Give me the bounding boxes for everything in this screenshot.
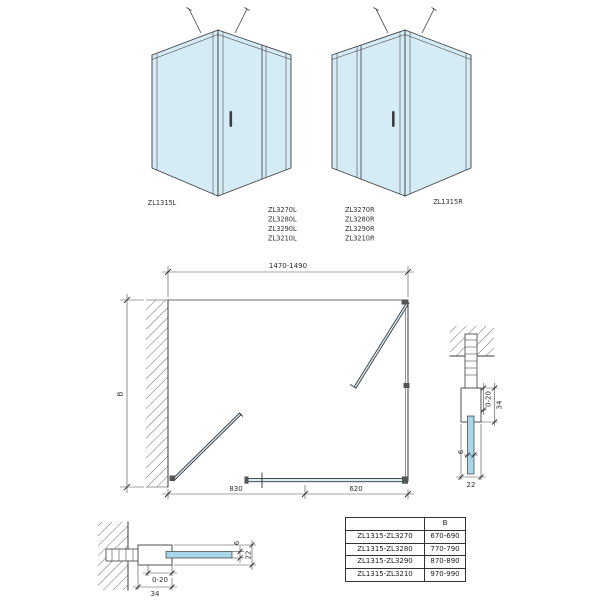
wall-profile-detail-bottom: 0-20 34 6 22 bbox=[98, 521, 256, 598]
wall-brace-rod bbox=[188, 8, 202, 34]
dim-label-profile-width: 34 bbox=[151, 590, 160, 598]
table-cell-combination: ZL1315-ZL3210 bbox=[345, 568, 425, 582]
table-row: ZL1315-ZL3270 670-690 bbox=[345, 529, 466, 544]
size-table: B ZL1315-ZL3270 670-690 ZL1315-ZL3280 77… bbox=[345, 517, 466, 582]
table-header-b-cell: B bbox=[424, 517, 466, 531]
wall-brace-tip bbox=[186, 7, 192, 11]
dim-label-profile-width: 34 bbox=[496, 400, 504, 409]
top-profile-line bbox=[404, 34, 472, 60]
door-model-label: ZL3280L bbox=[268, 216, 297, 224]
door-handle-tick bbox=[239, 413, 244, 417]
closing-profile bbox=[244, 476, 249, 484]
dim-label-segment-left: 830 bbox=[229, 485, 242, 493]
door-glass-left-view bbox=[217, 29, 292, 197]
dim-profile-depth: 22 bbox=[174, 540, 256, 570]
corner-profile bbox=[402, 476, 408, 484]
table-cell-b-range: 670-690 bbox=[424, 529, 466, 544]
dim-label-total-width: 1470-1490 bbox=[269, 262, 307, 270]
right-isometric-view: ZL3270R ZL3280R ZL3290R ZL3210R ZL1315R bbox=[331, 7, 472, 243]
table-cell-combination: ZL1315-ZL3270 bbox=[345, 529, 425, 544]
pivot-door-open-top bbox=[349, 299, 410, 389]
wall-brace-tip bbox=[244, 7, 250, 11]
dim-adjustment: 0-20 bbox=[480, 383, 498, 415]
door-model-label: ZL3270R bbox=[345, 206, 375, 214]
dim-label-adjustment: 0-20 bbox=[485, 391, 493, 407]
fixed-panel-glass bbox=[246, 478, 405, 483]
wall-brace-tip bbox=[373, 7, 379, 11]
side-panel-label-left: ZL1315L bbox=[148, 199, 177, 207]
side-panel-glass-left-view bbox=[151, 29, 219, 197]
wall-brace-rod bbox=[421, 8, 435, 34]
door-handle bbox=[229, 111, 233, 127]
table-cell-b-range: 870-890 bbox=[424, 555, 466, 570]
table-cell-b-range: 770-790 bbox=[424, 542, 466, 557]
dim-label-depth: B bbox=[117, 391, 125, 396]
side-panel-label-right: ZL1315R bbox=[433, 198, 463, 206]
dim-label-adjustment: 0-20 bbox=[152, 576, 168, 584]
dim-total-width: 1470-1490 bbox=[162, 262, 414, 297]
dim-profile-width: 34 bbox=[481, 383, 504, 426]
door-handle bbox=[392, 111, 395, 127]
door-model-label: ZL3290R bbox=[345, 225, 375, 233]
table-row: ZL1315-ZL3210 970-990 bbox=[345, 568, 466, 582]
plan-view: 1470-1490 B bbox=[117, 262, 414, 499]
dim-profile-depth: 22 bbox=[456, 424, 486, 489]
hinge-fitting bbox=[169, 475, 175, 481]
wall-profile-detail-side: 0-20 34 6 22 bbox=[449, 326, 504, 489]
dim-glass-thickness: 6 bbox=[232, 540, 244, 563]
hinge-fitting bbox=[401, 299, 409, 305]
dim-label-profile-depth: 22 bbox=[467, 481, 476, 489]
table-cell-b-range: 970-990 bbox=[424, 568, 466, 582]
glass-pane-section bbox=[165, 551, 233, 559]
table-header-empty-cell bbox=[345, 517, 425, 531]
wall-brace-rod bbox=[375, 8, 389, 34]
door-model-label: ZL3280R bbox=[345, 216, 375, 224]
pivot-door-open-bottom bbox=[169, 412, 244, 482]
left-isometric-view: ZL1315L ZL3270L ZL3280L ZL3290L ZL3210L bbox=[148, 7, 297, 243]
table-cell-combination: ZL1315-ZL3290 bbox=[345, 555, 425, 570]
wall-hatch bbox=[146, 300, 168, 487]
wall-brace-tip bbox=[431, 7, 437, 11]
dim-depth: B bbox=[117, 294, 144, 493]
dim-label-glass-thickness: 6 bbox=[233, 540, 241, 545]
table-header-row: B bbox=[345, 517, 466, 531]
door-model-label: ZL3210R bbox=[345, 235, 375, 243]
dim-profile-width: 34 bbox=[133, 566, 177, 598]
wall-brace-rod bbox=[234, 8, 248, 34]
top-profile-line bbox=[331, 34, 406, 60]
door-open-glass bbox=[171, 412, 242, 482]
dim-label-profile-depth: 22 bbox=[245, 551, 253, 560]
dim-adjustment: 0-20 bbox=[143, 565, 177, 584]
table-row: ZL1315-ZL3280 770-790 bbox=[345, 542, 466, 557]
dim-bottom-segments: 830 620 bbox=[162, 485, 414, 499]
door-model-label: ZL3210L bbox=[268, 235, 297, 243]
glass-pane-section bbox=[467, 415, 475, 475]
wall-bracket-fitting bbox=[403, 383, 410, 388]
side-panel-glass-right-view bbox=[404, 29, 472, 197]
table-cell-combination: ZL1315-ZL3280 bbox=[345, 542, 425, 557]
table-row: ZL1315-ZL3290 870-890 bbox=[345, 555, 466, 570]
door-model-label: ZL3270L bbox=[268, 206, 297, 214]
fixed-panel-plan bbox=[244, 472, 408, 488]
door-open-glass bbox=[353, 301, 410, 389]
top-profile-line bbox=[151, 34, 219, 60]
top-profile-line bbox=[217, 34, 292, 60]
dim-label-segment-right: 620 bbox=[349, 485, 362, 493]
door-handle-tick bbox=[349, 384, 354, 387]
door-model-label: ZL3290L bbox=[268, 225, 297, 233]
